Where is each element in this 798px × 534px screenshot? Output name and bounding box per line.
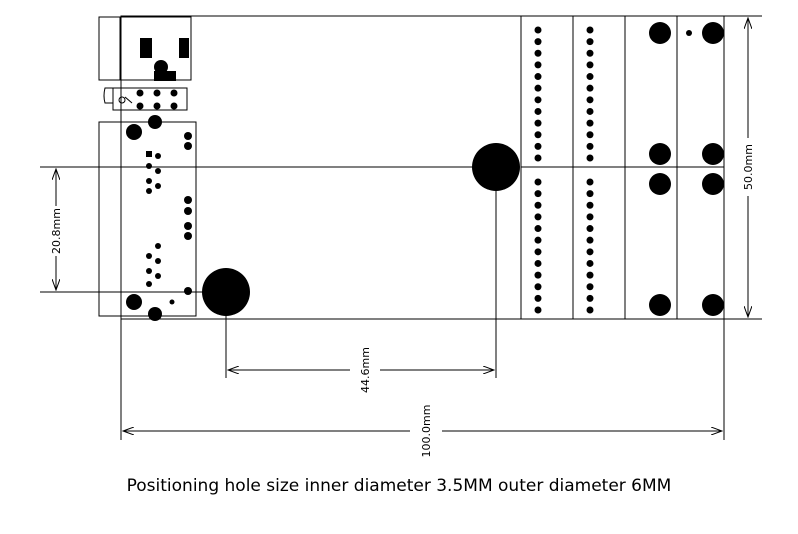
width-label: 100.0mm <box>420 405 433 458</box>
hole-spacing-y-label: 20.8mm <box>50 208 63 254</box>
rj45-pin <box>534 213 542 221</box>
rj45-pin <box>534 119 542 127</box>
rj45-pin <box>586 271 594 279</box>
rj45-pin <box>534 131 542 139</box>
dimension-width: 100.0mm <box>120 319 725 458</box>
rj45-pin <box>586 119 594 127</box>
height-label: 50.0mm <box>742 144 755 190</box>
header-pins-top <box>103 87 188 111</box>
dimension-hole-spacing-x: 44.6mm <box>225 191 497 393</box>
rj45-pin <box>586 61 594 69</box>
rj45-pin <box>534 84 542 92</box>
rj45-pin <box>534 96 542 104</box>
rj45-pin <box>586 49 594 57</box>
rj45-ports-block <box>520 15 725 320</box>
rj45-pin <box>586 131 594 139</box>
rj45-pin <box>534 201 542 209</box>
rj45-pin <box>586 84 594 92</box>
rj45-pin <box>534 236 542 244</box>
rj45-pin <box>586 178 594 186</box>
rj45-pin <box>586 107 594 115</box>
rj45-pin <box>586 259 594 267</box>
rj45-pin <box>586 283 594 291</box>
rj45-pin <box>534 142 542 150</box>
rj45-pin <box>586 248 594 256</box>
rj45-pin <box>534 49 542 57</box>
rj45-pin <box>586 38 594 46</box>
rj45-pin <box>586 96 594 104</box>
rj45-pin <box>586 26 594 34</box>
rj45-pin <box>534 154 542 162</box>
rj45-pin <box>586 236 594 244</box>
rj45-pin <box>534 61 542 69</box>
rj45-pin <box>586 306 594 314</box>
rj45-pin <box>534 248 542 256</box>
rj45-pin <box>534 294 542 302</box>
rj45-pin <box>534 190 542 198</box>
dimension-height: 50.0mm <box>724 15 762 320</box>
left-port-block <box>98 115 197 321</box>
rj45-pin <box>586 201 594 209</box>
rj45-pin <box>534 178 542 186</box>
rj45-pin <box>586 154 594 162</box>
hole-spacing-x-label: 44.6mm <box>359 347 372 393</box>
rj45-pin <box>586 142 594 150</box>
rj45-pin <box>534 107 542 115</box>
rj45-pin <box>534 259 542 267</box>
rj45-pin <box>534 26 542 34</box>
rj45-pin <box>534 225 542 233</box>
dimension-hole-spacing-y: 20.8mm <box>40 166 496 293</box>
rj45-pin <box>586 225 594 233</box>
rj45-pin <box>534 306 542 314</box>
rj45-pin <box>534 283 542 291</box>
rj45-pin <box>534 38 542 46</box>
caption: Positioning hole size inner diameter 3.5… <box>126 476 672 496</box>
rj45-pin <box>586 73 594 81</box>
power-jack <box>98 16 192 81</box>
rj45-pin <box>586 294 594 302</box>
rj45-pin <box>534 271 542 279</box>
rj45-pin <box>586 190 594 198</box>
rj45-pin <box>534 73 542 81</box>
rj45-pin <box>586 213 594 221</box>
